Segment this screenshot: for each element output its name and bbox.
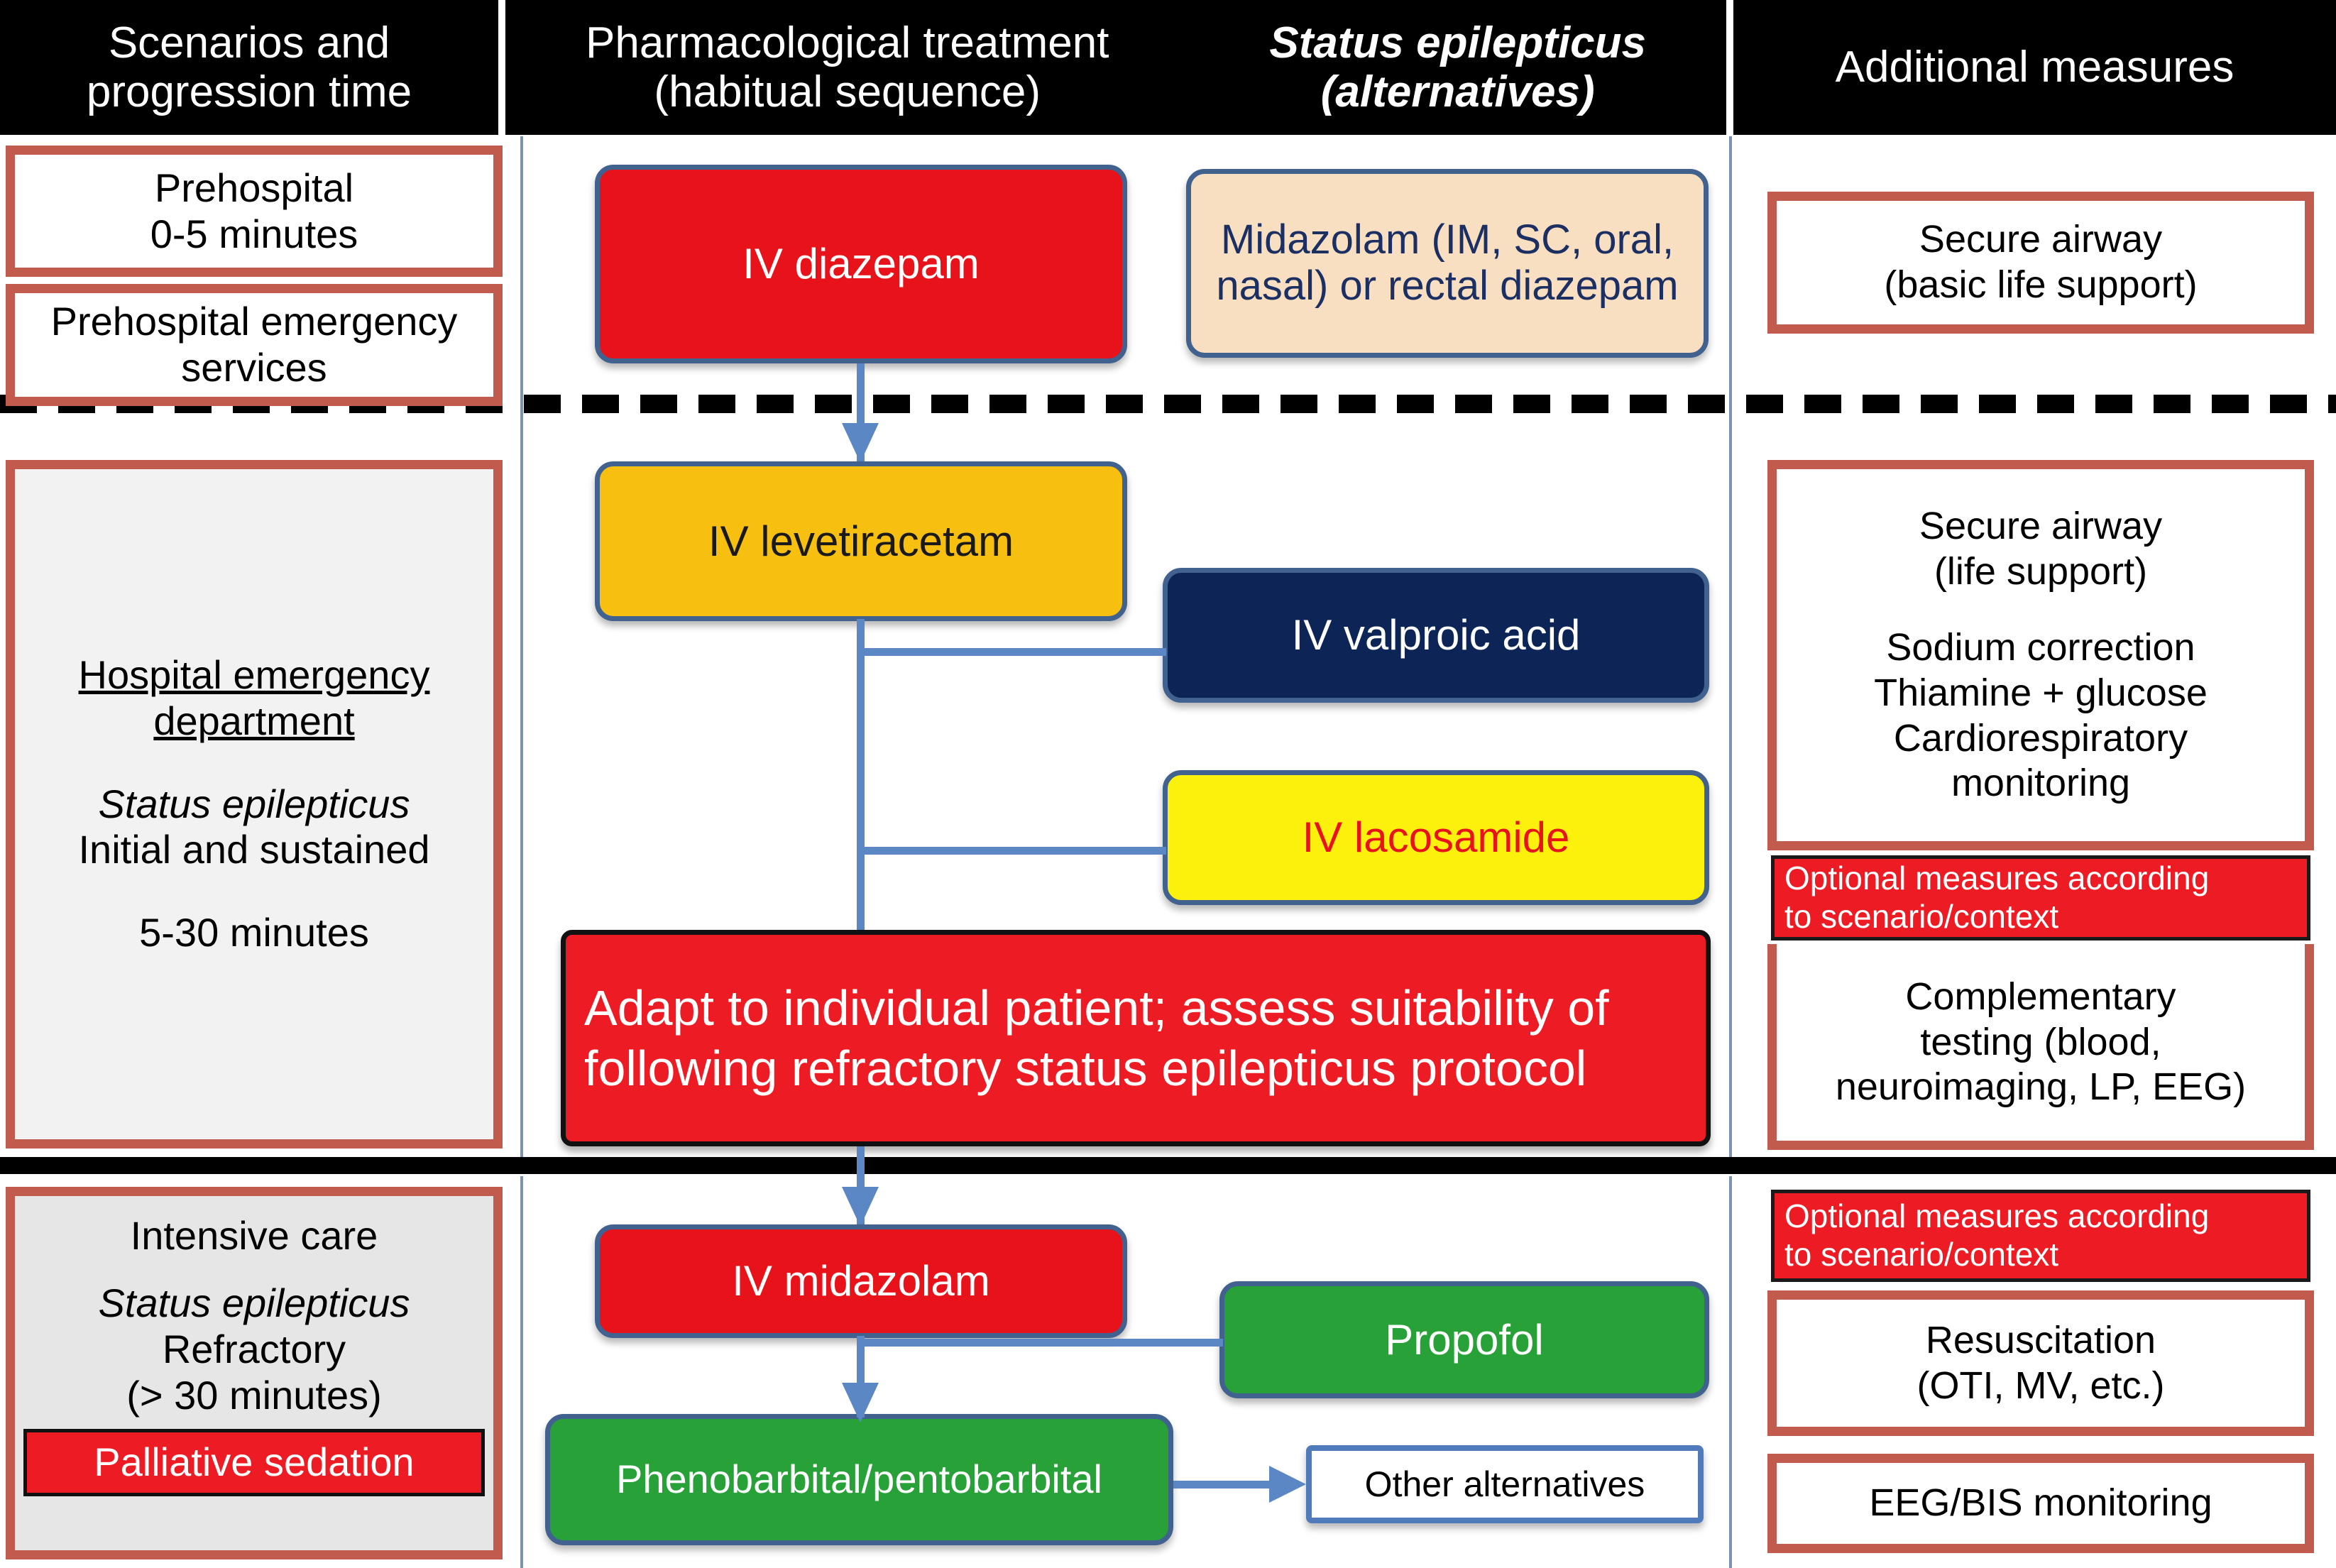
palliative-sedation-label: Palliative sedation (94, 1439, 415, 1484)
hospital-measure-line3: Sodium correction (1886, 626, 2195, 669)
node-iv-levetiracetam-label: IV levetiracetam (708, 517, 1014, 565)
node-iv-diazepam-label: IV diazepam (742, 240, 980, 288)
eeg-bis-label: EEG/BIS monitoring (1869, 1481, 2212, 1525)
hospital-title-line2: department (153, 698, 355, 743)
scenario-card-prehospital-time: Prehospital 0-5 minutes (6, 146, 503, 277)
scenario-card-prehospital-services: Prehospital emergency services (6, 284, 503, 406)
node-propofol-label: Propofol (1385, 1315, 1544, 1364)
hospital-measure-line2: (life support) (1934, 549, 2148, 593)
arrow-to-midazolam (842, 1187, 879, 1227)
complementary-line2: testing (blood, (1920, 1020, 2161, 1063)
optional-hospital-line2: to scenario/context (1784, 898, 2059, 935)
icu-stage: Refractory (162, 1326, 346, 1371)
hospital-icu-divider (0, 1157, 2336, 1174)
header-measures-line1: Additional measures (1835, 43, 2234, 92)
measure-card-hospital: Secure airway (life support) Sodium corr… (1767, 460, 2314, 850)
arrow-to-other-alternatives (1269, 1466, 1306, 1503)
node-midazolam-label: Midazolam (IM, SC, oral, nasal) or recta… (1216, 216, 1679, 309)
header-scenarios-line2: progression time (86, 67, 412, 116)
column-divider-left (520, 136, 523, 1159)
header-column-measures: Additional measures (1733, 0, 2336, 135)
hospital-measure-line4: Thiamine + glucose (1874, 671, 2208, 714)
measure-secure-airway-basic: Secure airway (basic life support) (1767, 192, 2314, 334)
hospital-measure-line6: monitoring (1951, 762, 2131, 805)
hospital-stage: Initial and sustained (78, 827, 430, 872)
prehospital-services-line2: services (181, 345, 327, 390)
measure-card-eeg-bis: EEG/BIS monitoring (1767, 1454, 2314, 1553)
header-column-scenarios: Scenarios and progression time (0, 0, 498, 135)
scenario-card-hospital: Hospital emergency department Status epi… (6, 460, 503, 1148)
hospital-time: 5-30 minutes (139, 910, 369, 955)
arrow-to-phenobarbital (842, 1383, 879, 1422)
node-iv-valproic-acid-label: IV valproic acid (1291, 611, 1581, 659)
node-other-alternatives[interactable]: Other alternatives (1306, 1445, 1704, 1523)
secure-airway-basic-line2: (basic life support) (1884, 263, 2198, 306)
node-iv-diazepam[interactable]: IV diazepam (595, 165, 1127, 363)
header-alt-line2: (alternatives) (1320, 67, 1595, 116)
resuscitation-line2: (OTI, MV, etc.) (1916, 1364, 2165, 1407)
connector-to-propofol (857, 1339, 1223, 1347)
connector-to-other-alternatives (1173, 1481, 1273, 1488)
node-iv-valproic-acid[interactable]: IV valproic acid (1163, 568, 1709, 703)
resuscitation-line1: Resuscitation (1925, 1318, 2156, 1361)
hospital-title-line1: Hospital emergency (78, 652, 430, 697)
palliative-sedation-badge: Palliative sedation (23, 1428, 485, 1496)
connector-to-lacosamide (857, 847, 1166, 855)
node-phenobarbital-label: Phenobarbital/pentobarbital (616, 1457, 1102, 1502)
secure-airway-basic-line1: Secure airway (1919, 218, 2163, 261)
header-column-treatment: Pharmacological treatment (habitual sequ… (505, 0, 1726, 135)
column-divider-right-lower (1729, 1176, 1732, 1568)
scenario-card-intensive-care: Intensive care Status epilepticus Refrac… (6, 1187, 503, 1559)
node-iv-lacosamide[interactable]: IV lacosamide (1163, 770, 1709, 905)
node-phenobarbital[interactable]: Phenobarbital/pentobarbital (545, 1414, 1173, 1545)
icu-se-label: Status epilepticus (98, 1280, 410, 1325)
connector-midazolam-spine (857, 1336, 865, 1418)
header-alternatives: Status epilepticus (alternatives) (1262, 18, 1653, 117)
connector-diazepam-to-levetiracetam (857, 363, 865, 463)
node-propofol[interactable]: Propofol (1219, 1281, 1709, 1398)
complementary-line3: neuroimaging, LP, EEG) (1835, 1065, 2247, 1109)
node-midazolam-alternatives[interactable]: Midazolam (IM, SC, oral, nasal) or recta… (1186, 169, 1709, 358)
column-divider-right (1729, 136, 1732, 1159)
optional-hospital-line1: Optional measures according (1784, 860, 2210, 897)
node-iv-levetiracetam[interactable]: IV levetiracetam (595, 461, 1127, 621)
node-iv-midazolam-label: IV midazolam (732, 1257, 990, 1305)
header-scenarios-line1: Scenarios and (108, 18, 390, 67)
optional-icu-line2: to scenario/context (1784, 1236, 2059, 1273)
adapt-protocol-note: Adapt to individual patient; assess suit… (561, 930, 1711, 1146)
header-pharma-line2: (habitual sequence) (654, 67, 1041, 116)
node-iv-midazolam[interactable]: IV midazolam (595, 1224, 1127, 1338)
column-divider-left-lower (520, 1176, 523, 1568)
adapt-protocol-text: Adapt to individual patient; assess suit… (584, 980, 1609, 1096)
complementary-line1: Complementary (1905, 975, 2176, 1018)
connector-to-valproic-acid (857, 648, 1166, 656)
hospital-measure-line5: Cardiorespiratory (1893, 716, 2188, 760)
prehospital-services-line1: Prehospital emergency (50, 299, 458, 344)
prehospital-label: Prehospital (154, 165, 354, 210)
status-badge-optional-measures-hospital: Optional measures according to scenario/… (1771, 855, 2310, 941)
connector-levetiracetam-spine (857, 619, 865, 960)
hospital-measure-line1: Secure airway (1919, 504, 2163, 547)
node-iv-lacosamide-label: IV lacosamide (1302, 813, 1570, 862)
prehospital-time: 0-5 minutes (150, 211, 358, 256)
measure-card-complementary-testing: Complementary testing (blood, neuroimagi… (1767, 944, 2314, 1150)
status-badge-optional-measures-icu: Optional measures according to scenario/… (1771, 1190, 2310, 1282)
optional-icu-line1: Optional measures according (1784, 1197, 2210, 1235)
header-pharma-line1: Pharmacological treatment (585, 18, 1109, 67)
icu-title: Intensive care (130, 1213, 378, 1258)
header-alt-line1: Status epilepticus (1269, 18, 1646, 67)
node-other-alternatives-label: Other alternatives (1364, 1464, 1645, 1504)
measure-card-resuscitation: Resuscitation (OTI, MV, etc.) (1767, 1290, 2314, 1436)
connector-adapt-to-midazolam (857, 1146, 865, 1224)
arrow-to-levetiracetam (842, 423, 879, 463)
hospital-se-label: Status epilepticus (98, 781, 410, 826)
header-pharmacological: Pharmacological treatment (habitual sequ… (578, 18, 1116, 117)
icu-time: (> 30 minutes) (126, 1372, 382, 1418)
